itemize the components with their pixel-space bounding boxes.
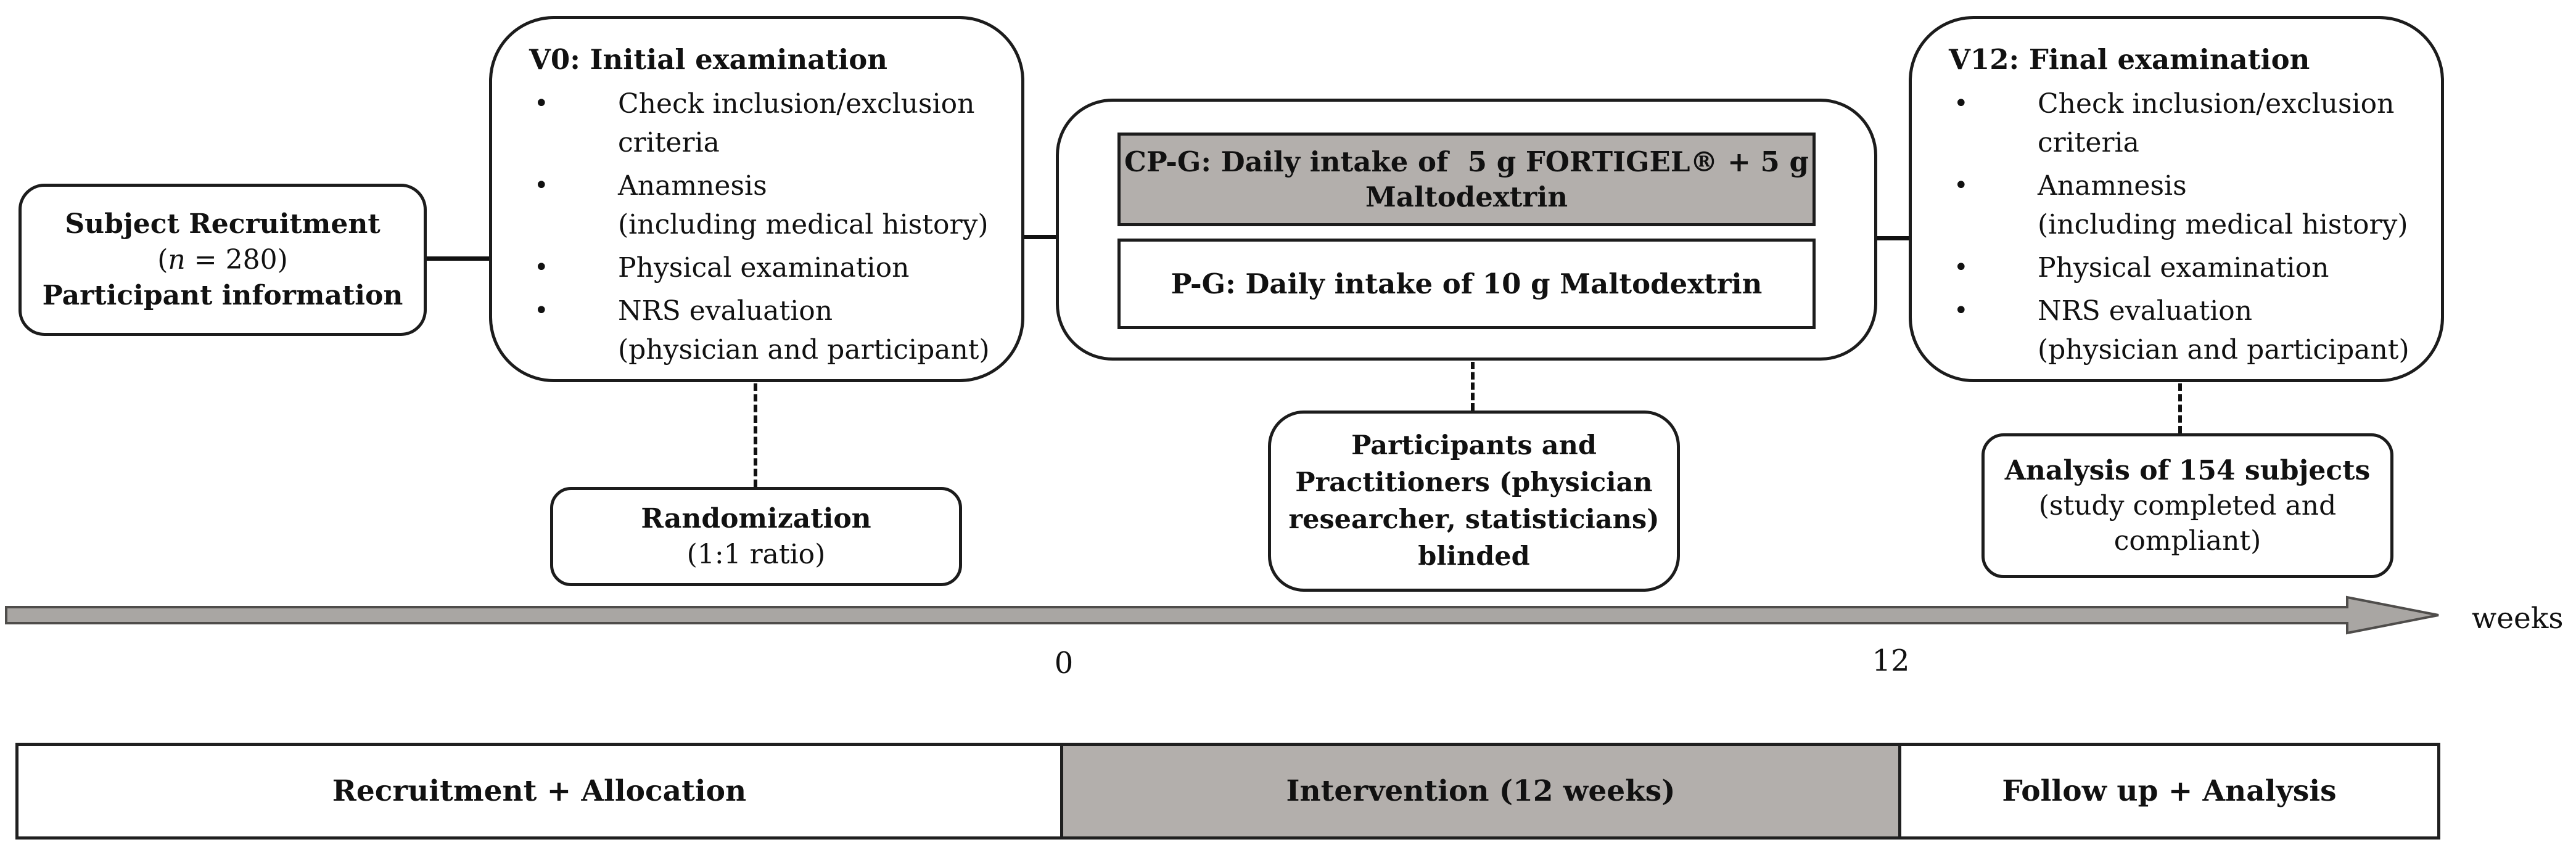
v12-bullet-item: • Physical examination — [1946, 248, 2418, 287]
bullet-icon: • — [1954, 296, 1969, 325]
phase-intervention: Intervention (12 weeks) — [1060, 746, 1898, 836]
randomization-line1: Randomization — [641, 502, 871, 534]
recruitment-line2: (n = 280) — [157, 243, 288, 276]
v12-bullet-item: • Anamnesis (including medical history) — [1946, 166, 2418, 244]
bullet-icon: • — [1954, 89, 1969, 118]
connector-v0-to-intervention — [1024, 235, 1056, 239]
timeline-unit-label: weeks — [2472, 602, 2564, 635]
timeline-arrow — [5, 595, 2439, 635]
v12-bullet-item: • Check inclusion/exclusion criteria — [1946, 84, 2418, 162]
v12-bullet-item: • NRS evaluation (physician and particip… — [1946, 292, 2418, 369]
dashed-connector-v12-analysis — [2178, 383, 2182, 433]
pg-group-box: P-G: Daily intake of 10 g Maltodextrin — [1117, 239, 1816, 329]
bullet-icon: • — [1954, 253, 1969, 282]
dashed-connector-v0-randomization — [754, 383, 757, 487]
v0-title: V0: Initial examination — [529, 43, 887, 76]
phase-recruitment-allocation: Recruitment + Allocation — [332, 774, 747, 808]
v0-bullet-item: • Physical examination — [527, 248, 998, 287]
v0-bullet-item: • NRS evaluation (physician and particip… — [527, 292, 998, 369]
dashed-connector-intervention-blinded — [1471, 362, 1475, 411]
v0-bullet-item: • Check inclusion/exclusion criteria — [527, 84, 998, 162]
v0-bullet-item: • Anamnesis (including medical history) — [527, 166, 998, 244]
phase-bar: Recruitment + Allocation Intervention (1… — [15, 743, 2440, 840]
randomization-box: Randomization (1:1 ratio) — [550, 487, 962, 586]
v0-examination-box: V0: Initial examination • Check inclusio… — [489, 16, 1024, 382]
connector-intervention-to-v12 — [1877, 236, 1909, 240]
randomization-line2: (1:1 ratio) — [686, 538, 826, 570]
recruitment-line3: Participant information — [42, 279, 403, 311]
blinding-box: Participants and Practitioners (physicia… — [1268, 411, 1680, 592]
v12-examination-box: V12: Final examination • Check inclusion… — [1909, 16, 2444, 382]
bullet-icon: • — [534, 171, 549, 200]
bullet-icon: • — [1954, 171, 1969, 200]
analysis-line1: Analysis of 154 subjects — [2004, 455, 2371, 486]
phase-followup-analysis: Follow up + Analysis — [1898, 746, 2437, 836]
bullet-icon: • — [534, 296, 549, 325]
timeline-arrow-shape — [5, 595, 2439, 635]
bullet-icon: • — [534, 253, 549, 282]
analysis-line2: (study completed and compliant) — [2038, 490, 2337, 557]
timeline-tick-0: 0 — [1054, 646, 1074, 680]
bullet-icon: • — [534, 89, 549, 118]
v12-title: V12: Final examination — [1949, 43, 2310, 76]
subject-recruitment-box: Subject Recruitment (n = 280) Participan… — [19, 184, 427, 336]
recruitment-line1: Subject Recruitment — [65, 208, 381, 240]
timeline-tick-12: 12 — [1872, 644, 1910, 678]
cpg-group-box: CP-G: Daily intake of 5 g FORTIGEL® + 5 … — [1117, 133, 1816, 226]
connector-recruitment-to-v0 — [427, 256, 489, 261]
analysis-box: Analysis of 154 subjects (study complete… — [1981, 433, 2393, 578]
blinding-text: Participants and Practitioners (physicia… — [1288, 430, 1660, 572]
